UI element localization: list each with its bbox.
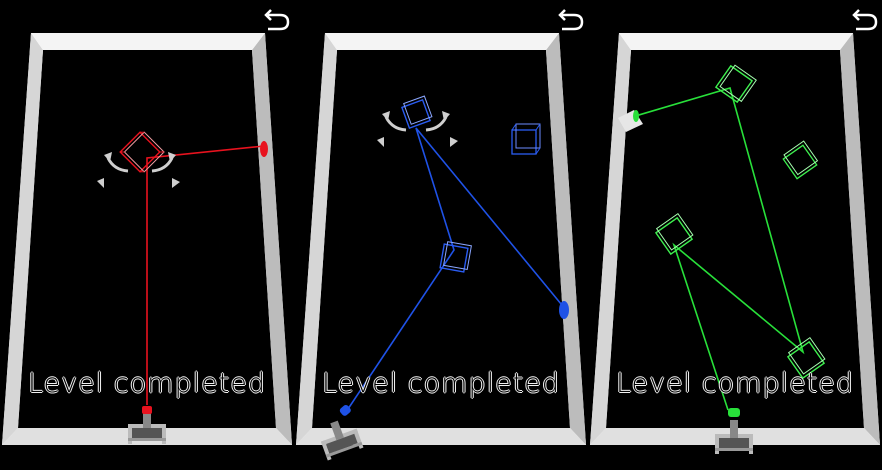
mirror-cube[interactable]	[786, 337, 826, 380]
mirror-cube[interactable]	[782, 140, 820, 180]
rotate-left-icon[interactable]	[97, 178, 104, 188]
emitter-head	[339, 404, 351, 416]
target-glow	[633, 110, 639, 122]
mirror-cube[interactable]	[654, 213, 694, 256]
mirror-cube[interactable]	[439, 241, 472, 273]
target-receiver-icon	[260, 141, 268, 157]
wall-frame	[590, 33, 880, 445]
rotate-arrows-icon[interactable]	[382, 111, 450, 132]
wall-frame	[296, 33, 586, 445]
level-panel-red	[2, 9, 292, 445]
rotate-right-icon[interactable]	[450, 137, 458, 147]
rotate-arrows-icon[interactable]	[104, 152, 176, 173]
mirror-cube[interactable]	[401, 95, 433, 129]
laser-emitter-icon	[128, 406, 166, 444]
mirror-cube[interactable]	[511, 123, 541, 155]
laser-emitter-icon	[715, 408, 753, 454]
target-receiver-icon	[559, 301, 569, 319]
laser-beam	[345, 127, 567, 413]
level-panel-green	[590, 9, 880, 454]
mirror-cube[interactable]	[119, 130, 165, 174]
undo-arrow-icon[interactable]	[264, 9, 290, 31]
undo-arrow-icon[interactable]	[852, 9, 878, 31]
rotate-left-icon[interactable]	[377, 137, 384, 147]
laser-beam	[146, 145, 265, 405]
rotate-right-icon[interactable]	[172, 178, 180, 188]
laser-beam	[631, 87, 805, 411]
mirror-cube[interactable]	[714, 63, 757, 104]
undo-arrow-icon[interactable]	[558, 9, 584, 31]
level-panel-blue	[296, 9, 586, 461]
